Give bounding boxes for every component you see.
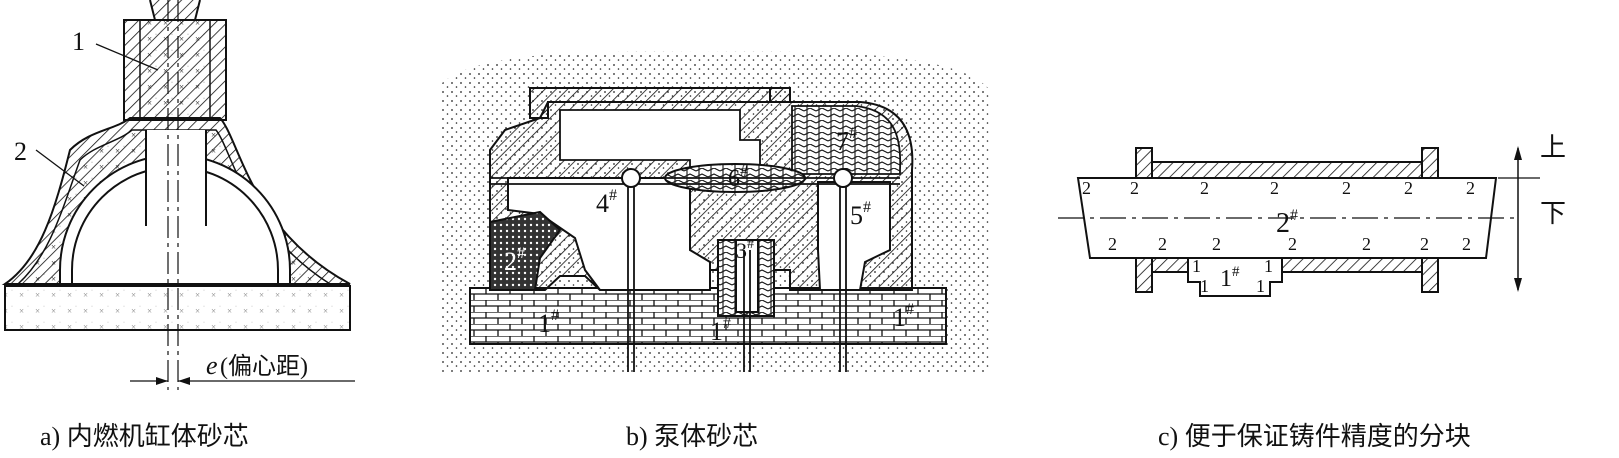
panel-b-label-core-1a: 1# bbox=[538, 307, 559, 338]
panel-c-upper-2-f: 2 bbox=[1404, 178, 1413, 198]
panel-b-label-core-2: 2# bbox=[504, 245, 525, 276]
panel-b-label-core-6: 6# bbox=[728, 163, 748, 192]
panel-c-lower-2-a: 2 bbox=[1108, 234, 1117, 254]
panel-b-label-core-4: 4# bbox=[596, 187, 617, 218]
panel-c-segmented-core bbox=[1058, 146, 1540, 297]
panel-a-engine-block-core bbox=[1, 0, 355, 390]
panel-c-core-1 bbox=[1187, 257, 1283, 297]
panel-b-pump-body-core bbox=[440, 51, 990, 373]
panel-c-lower-2-b: 2 bbox=[1158, 234, 1167, 254]
caption-a: a) 内燃机缸体砂芯 bbox=[40, 422, 249, 451]
panel-b-core-4 bbox=[507, 177, 711, 291]
panel-a-ecc-text: (偏心距) bbox=[220, 353, 308, 380]
panel-c-upper-2-e: 2 bbox=[1342, 178, 1351, 198]
panel-c-core1-1-a: 1 bbox=[1192, 256, 1201, 276]
panel-b-label-core-5: 5# bbox=[850, 199, 871, 230]
panel-c-lower-2-e: 2 bbox=[1362, 234, 1371, 254]
panel-b-core-5 bbox=[817, 181, 891, 291]
panel-c-core1-1-d: 1 bbox=[1256, 276, 1265, 296]
panel-b-core-7 bbox=[791, 105, 902, 175]
panel-c-upper-2-a: 2 bbox=[1082, 178, 1091, 198]
caption-c: c) 便于保证铸件精度的分块 bbox=[1158, 422, 1471, 451]
panel-c-upper-2-g: 2 bbox=[1466, 178, 1475, 198]
panel-c-upper-2-d: 2 bbox=[1270, 178, 1279, 198]
panel-b-core-3 bbox=[735, 239, 759, 313]
panel-a-label-1: 1 bbox=[72, 27, 85, 56]
caption-b: b) 泵体砂芯 bbox=[626, 422, 759, 451]
panel-b-label-core-1b: 1# bbox=[710, 315, 731, 346]
panel-b-core-2 bbox=[489, 210, 562, 291]
panel-a-label-2: 2 bbox=[14, 137, 27, 166]
panel-c-upper-2-b: 2 bbox=[1130, 178, 1139, 198]
panel-b-label-core-7: 7# bbox=[836, 125, 857, 156]
panel-c-upper-2-c: 2 bbox=[1200, 178, 1209, 198]
panel-c-lower-2-f: 2 bbox=[1420, 234, 1429, 254]
panel-c-core1-1-b: 1 bbox=[1200, 276, 1209, 296]
panel-b-label-core-1c: 1# bbox=[893, 301, 914, 332]
panel-c-label-up: 上 bbox=[1540, 133, 1566, 162]
panel-a-ecc-symbol: e bbox=[206, 351, 218, 380]
panel-c-small-labels: 2 2 2 2 2 2 2 2 2 2 2 2 2 2 1 1 1 1 bbox=[1082, 178, 1475, 296]
panel-c-lower-2-d: 2 bbox=[1288, 234, 1297, 254]
panel-c-lower-2-g: 2 bbox=[1462, 234, 1471, 254]
panel-c-label-down: 下 bbox=[1540, 199, 1566, 228]
panel-b-label-core-3: 3# bbox=[736, 237, 754, 263]
panel-c-core1-1-c: 1 bbox=[1264, 256, 1273, 276]
panel-c-label-core-2: 2# bbox=[1276, 207, 1298, 239]
panel-c-label-core-1: 1# bbox=[1220, 264, 1240, 292]
panel-c-lower-2-c: 2 bbox=[1212, 234, 1221, 254]
